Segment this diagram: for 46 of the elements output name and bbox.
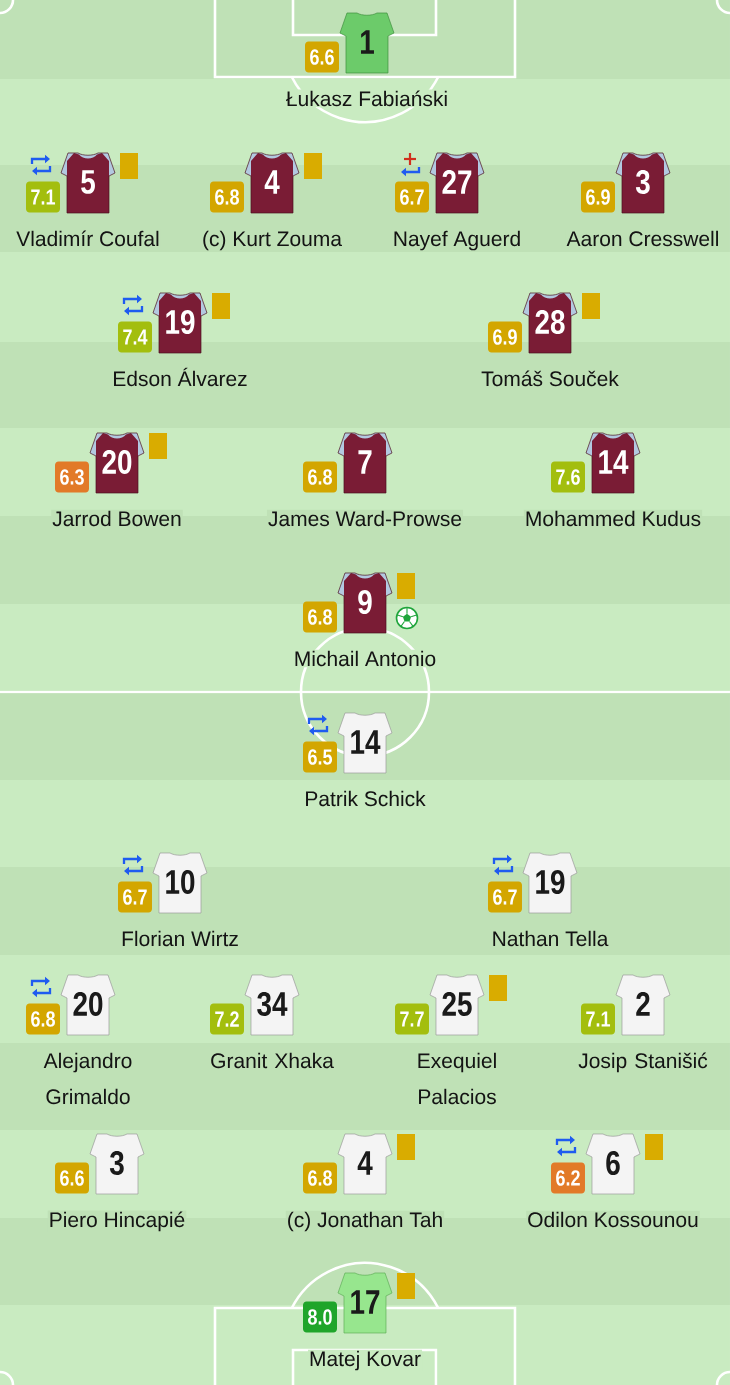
rating-badge: 7.2 xyxy=(210,1003,244,1035)
jersey: 28 xyxy=(522,292,578,354)
rating-badge: 6.2 xyxy=(551,1162,585,1194)
rating-badge: 6.9 xyxy=(488,321,522,353)
rating-badge: 7.4 xyxy=(118,321,152,353)
rating-badge: 7.7 xyxy=(395,1003,429,1035)
rating-badge: 8.0 xyxy=(303,1301,337,1333)
player-name: Josip Stanišić xyxy=(578,1052,708,1073)
jersey: 14 xyxy=(585,432,641,494)
rating-badge: 6.8 xyxy=(210,181,244,213)
rating-badge: 6.9 xyxy=(581,181,615,213)
jersey: 19 xyxy=(522,852,578,914)
rating-badge: 6.7 xyxy=(118,881,152,913)
jersey: 10 xyxy=(152,852,208,914)
jersey: 3 xyxy=(89,1133,145,1195)
player-name: Alejandro Grimaldo xyxy=(43,1052,132,1105)
rating-badge: 6.3 xyxy=(55,461,89,493)
rating-badge: 6.6 xyxy=(55,1162,89,1194)
jersey: 1 xyxy=(339,12,395,74)
jersey: 5 xyxy=(60,152,116,214)
rating-badge: 6.8 xyxy=(303,461,337,493)
jersey: 4 xyxy=(337,1133,393,1195)
jersey: 3 xyxy=(615,152,671,214)
rating-badge: 6.6 xyxy=(305,41,339,73)
jersey: 7 xyxy=(337,432,393,494)
rating-badge: 6.8 xyxy=(26,1003,60,1035)
rating-badge: 7.6 xyxy=(551,461,585,493)
jersey: 20 xyxy=(60,974,116,1036)
jersey: 4 xyxy=(244,152,300,214)
rating-badge: 6.7 xyxy=(488,881,522,913)
jersey: 20 xyxy=(89,432,145,494)
jersey: 6 xyxy=(585,1133,641,1195)
player-name: Granit Xhaka xyxy=(211,1052,334,1069)
jersey: 2 xyxy=(615,974,671,1036)
rating-badge: 6.7 xyxy=(395,181,429,213)
jersey: 19 xyxy=(152,292,208,354)
jersey: 14 xyxy=(337,712,393,774)
rating-badge: 6.8 xyxy=(303,1162,337,1194)
rating-badge: 6.5 xyxy=(303,741,337,773)
jersey: 25 xyxy=(429,974,485,1036)
player-name: Edson Álvarez xyxy=(111,366,249,388)
jersey: 27 xyxy=(429,152,485,214)
player-name: Exequiel Palacios xyxy=(418,1052,496,1105)
jersey: 34 xyxy=(244,974,300,1036)
rating-badge: 7.1 xyxy=(26,181,60,213)
rating-badge: 7.1 xyxy=(581,1003,615,1035)
